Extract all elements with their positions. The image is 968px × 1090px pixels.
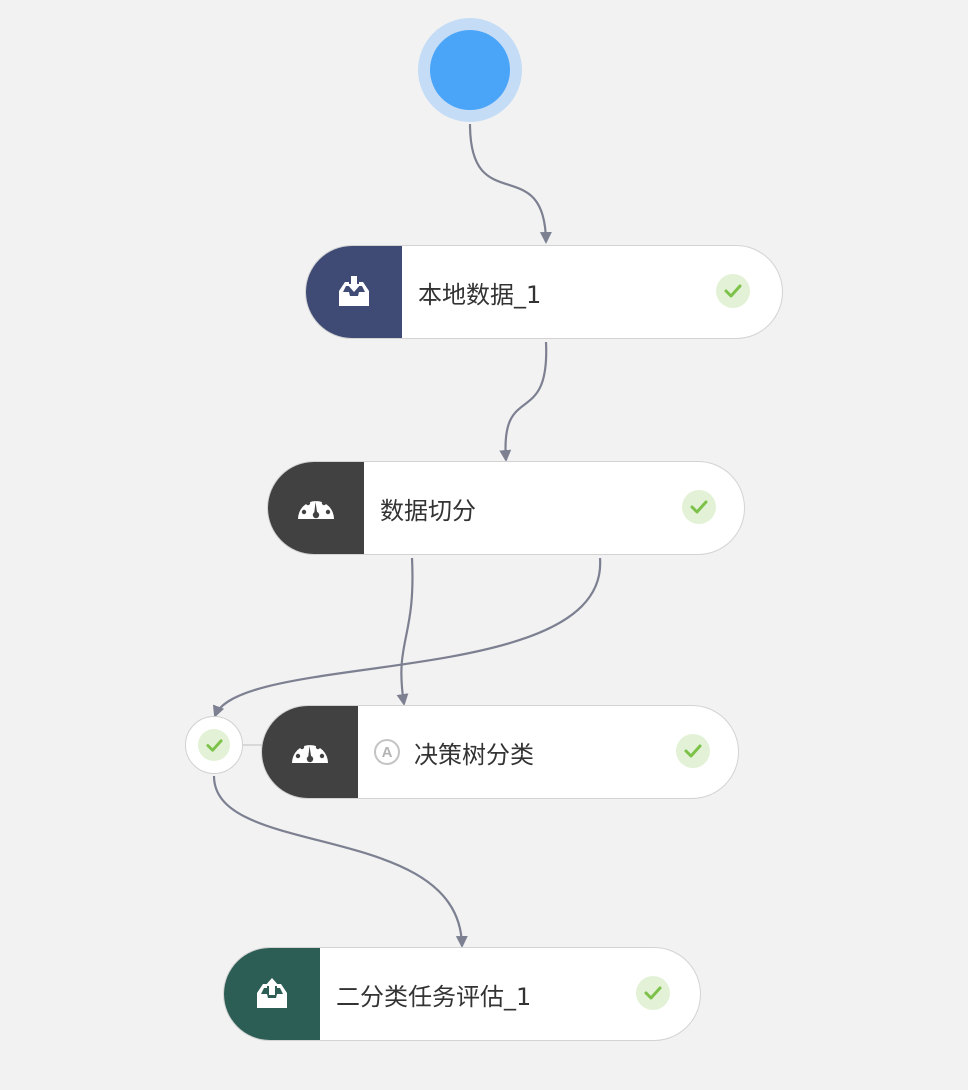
algorithm-badge: A [374, 739, 400, 765]
gauge-icon [292, 740, 328, 763]
edge-start-to-local-data [468, 123, 552, 244]
edge-local-data-to-split [499, 341, 548, 462]
start-node[interactable] [418, 18, 522, 122]
node-label-group: A 决策树分类 [374, 706, 534, 798]
status-check-icon [682, 490, 716, 524]
start-circle [430, 30, 510, 110]
check-icon [198, 729, 230, 761]
node-icon-block [262, 706, 358, 798]
edge-port-to-eval [212, 775, 468, 948]
status-check-icon [676, 734, 710, 768]
edge-split-to-tree [396, 557, 414, 706]
inbox-download-icon [339, 276, 369, 306]
node-binary-evaluation[interactable]: 二分类任务评估_1 [223, 947, 701, 1041]
node-label: 决策树分类 [414, 740, 534, 769]
node-label: 二分类任务评估_1 [336, 982, 532, 1011]
output-port-node[interactable] [185, 716, 243, 774]
status-check-icon [636, 976, 670, 1010]
node-icon-block [306, 246, 402, 338]
node-label: 数据切分 [380, 496, 476, 525]
gauge-icon [298, 496, 334, 519]
edge-split-to-port [212, 557, 602, 718]
status-check-icon [716, 274, 750, 308]
node-local-data[interactable]: 本地数据_1 [305, 245, 783, 339]
node-icon-block [224, 948, 320, 1040]
node-label: 本地数据_1 [418, 280, 542, 309]
node-data-split[interactable]: 数据切分 [267, 461, 745, 555]
inbox-upload-icon [257, 978, 287, 1008]
node-icon-block [268, 462, 364, 554]
node-decision-tree[interactable]: A 决策树分类 [261, 705, 739, 799]
